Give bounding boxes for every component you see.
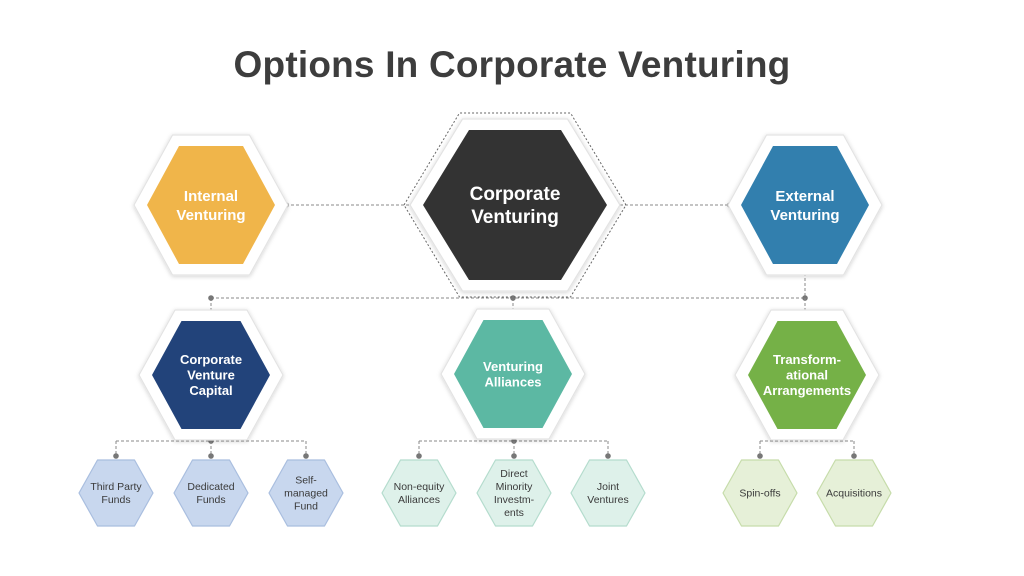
dedicated-funds-label: Funds [196,494,225,506]
direct-minority-investments-label: Investm- [494,494,535,506]
self-managed-fund-label: Fund [294,501,318,513]
external-venturing-label: External [775,188,834,205]
venturing-alliances-label: Venturing [483,359,543,374]
corporate-venture-capital-label: Corporate [180,352,242,367]
transformational-arrangements-label: Arrangements [763,383,851,398]
transformational-arrangements-label: ational [786,368,828,383]
internal-venturing-label: Venturing [176,207,245,224]
corporate-venture-capital-label: Venture [187,368,235,383]
corporate-venturing-label: Venturing [471,207,559,228]
self-managed-fund-label: managed [284,488,328,500]
third-party-funds-label: Third Party [90,481,142,493]
direct-minority-investments-label: Minority [496,481,534,493]
third-party-funds-label: Funds [101,494,130,506]
direct-minority-investments-label: Direct [500,468,528,480]
transformational-arrangements-label: Transform- [773,352,841,367]
spin-offs-label: Spin-offs [739,488,780,500]
spin-offs-node: Spin-offs [722,459,798,527]
dedicated-funds-label: Dedicated [187,481,234,493]
page-title: Options In Corporate Venturing [233,44,791,85]
self-managed-fund-label: Self- [295,475,317,487]
acquisitions-label: Acquisitions [826,488,882,500]
non-equity-alliances-label: Alliances [398,494,440,506]
corporate-venturing-label: Corporate [470,184,561,205]
acquisitions-node: Acquisitions [816,459,892,527]
venturing-alliances-label: Alliances [484,374,541,389]
non-equity-alliances-label: Non-equity [394,481,446,493]
internal-venturing-label: Internal [184,188,238,205]
joint-ventures-label: Joint [597,481,619,493]
direct-minority-investments-label: ents [504,507,524,519]
external-venturing-label: Venturing [770,207,839,224]
joint-ventures-label: Ventures [587,494,628,506]
corporate-venture-capital-label: Capital [189,383,232,398]
